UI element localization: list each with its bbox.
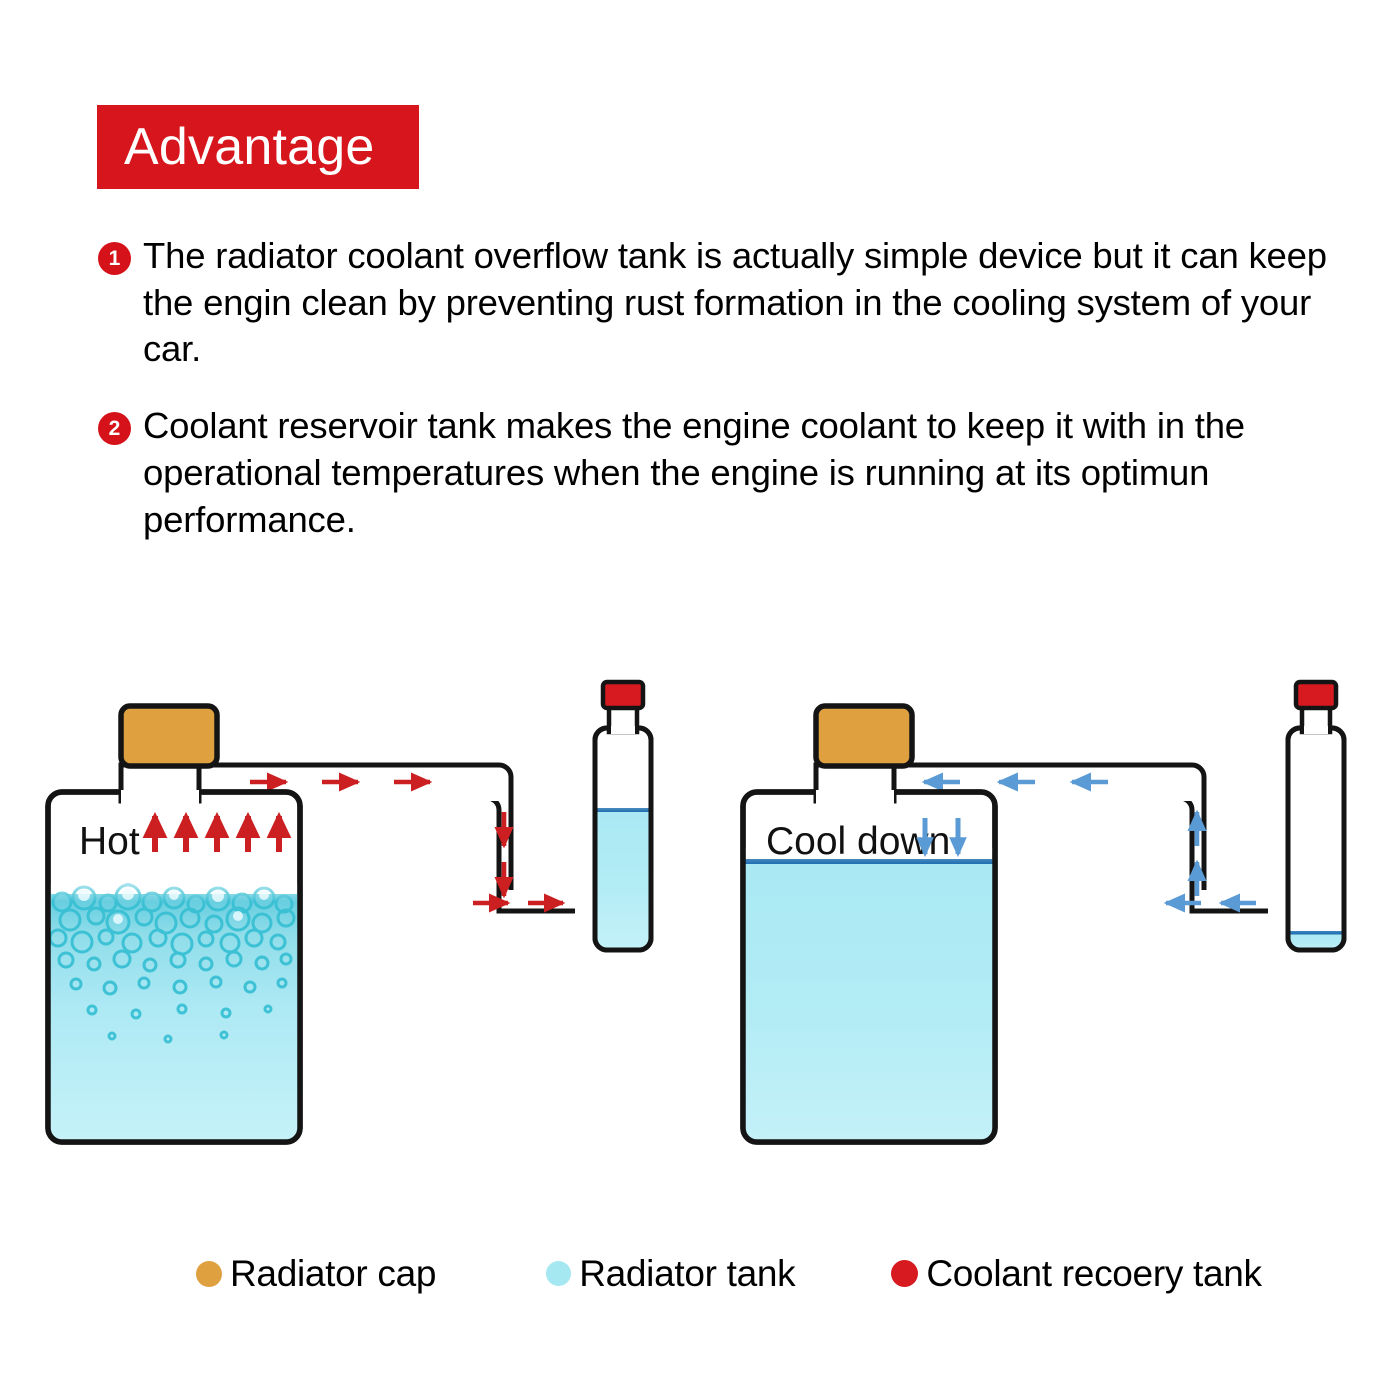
list-number-badge: 1 bbox=[98, 242, 131, 275]
cyan-dot-icon bbox=[546, 1261, 572, 1286]
orange-dot-icon bbox=[196, 1260, 222, 1287]
radiator-neck-cool bbox=[813, 762, 897, 804]
diagram-legend: Radiator cap Radiator tank Coolant recoe… bbox=[0, 1255, 1400, 1292]
cool-arrows bbox=[916, 818, 967, 858]
radiator-neck-hot bbox=[118, 762, 202, 804]
heat-arrows-hot bbox=[142, 811, 292, 852]
legend-label: Coolant recoery tank bbox=[926, 1253, 1262, 1294]
list-number-badge: 2 bbox=[98, 412, 131, 446]
advantage-list: 1 The radiator coolant overflow tank is … bbox=[98, 233, 1328, 573]
recovery-tank-hot bbox=[592, 679, 654, 953]
legend-item-radiator-tank: Radiator tank bbox=[546, 1253, 796, 1294]
legend-item-radiator-cap: Radiator cap bbox=[196, 1255, 436, 1292]
legend-label: Radiator tank bbox=[579, 1253, 796, 1294]
red-dot-icon bbox=[891, 1260, 919, 1287]
list-item-text: Coolant reservoir tank makes the engine … bbox=[143, 405, 1245, 540]
radiator-tank-cool bbox=[740, 789, 998, 1145]
diagram-panel-cool: Cool down bbox=[740, 679, 1347, 1145]
recovery-tank-cool bbox=[1285, 679, 1347, 953]
advantage-banner: Advantage bbox=[97, 105, 419, 189]
list-item-text: The radiator coolant overflow tank is ac… bbox=[143, 235, 1327, 370]
legend-label: Radiator cap bbox=[230, 1253, 437, 1294]
radiator-cap-hot bbox=[118, 703, 220, 769]
list-item: 1 The radiator coolant overflow tank is … bbox=[98, 233, 1328, 373]
radiator-cap-cool bbox=[813, 703, 915, 769]
state-label-hot: Hot bbox=[79, 820, 140, 863]
page-title: Advantage bbox=[124, 118, 375, 176]
list-item: 2 Coolant reservoir tank makes the engin… bbox=[98, 403, 1328, 543]
legend-item-coolant-recovery-tank: Coolant recoery tank bbox=[891, 1253, 1262, 1294]
diagram-panel-hot: Hot bbox=[45, 679, 654, 1145]
cooling-system-diagram: Hot bbox=[0, 640, 1400, 1180]
